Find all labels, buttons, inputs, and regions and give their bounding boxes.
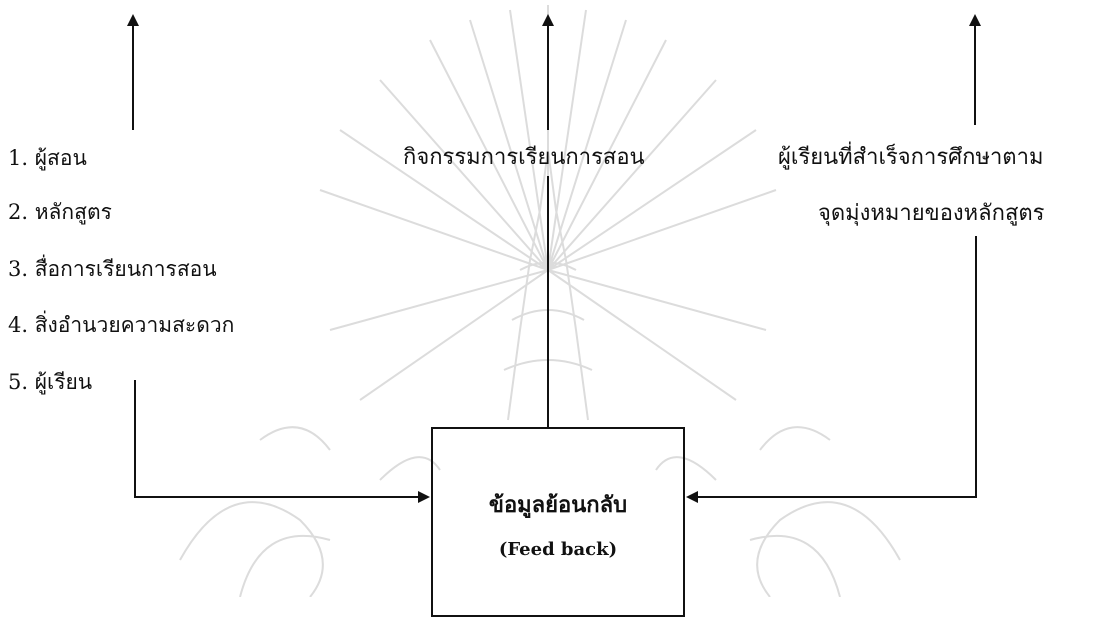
flow-diagram bbox=[127, 14, 981, 503]
input-item-teacher: 1. ผู้สอน bbox=[8, 146, 87, 170]
output-label-line-2: จุดมุ่งหมายของหลักสูตร bbox=[818, 201, 1045, 226]
process-label: กิจกรรมการเรียนการสอน bbox=[403, 145, 645, 170]
output-label-line-1: ผู้เรียนที่สำเร็จการศึกษาตาม bbox=[778, 145, 1044, 170]
output-feedback-arrow bbox=[686, 236, 977, 503]
input-item-curriculum: 2. หลักสูตร bbox=[8, 200, 112, 224]
input-item-facilities: 4. สิ่งอำนวยความสะดวก bbox=[8, 313, 235, 337]
feedback-subtitle: (Feed back) bbox=[498, 539, 618, 560]
input-feedback-arrow bbox=[134, 380, 430, 503]
input-item-learner: 5. ผู้เรียน bbox=[8, 370, 93, 394]
feedback-title: ข้อมูลย้อนกลับ bbox=[488, 492, 628, 518]
feedback-box: ข้อมูลย้อนกลับ (Feed back) bbox=[431, 427, 685, 617]
input-item-media: 3. สื่อการเรียนการสอน bbox=[8, 257, 217, 281]
